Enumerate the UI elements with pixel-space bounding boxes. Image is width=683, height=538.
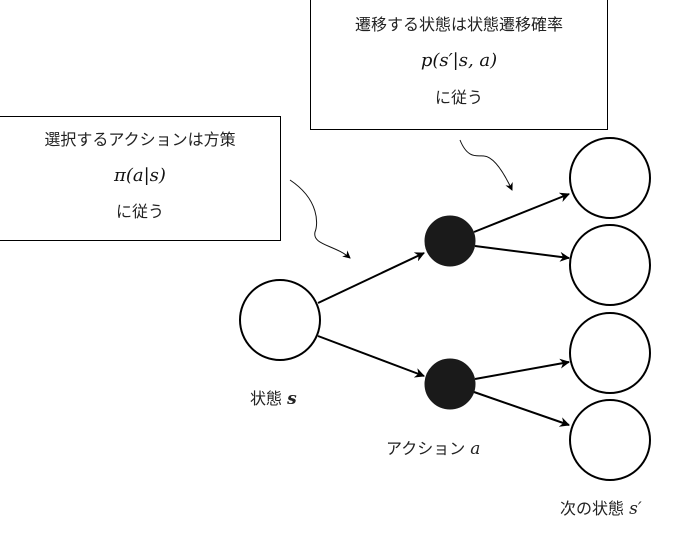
- state-node: [239, 279, 321, 361]
- policy-callout-suffix: に従う: [115, 202, 164, 221]
- action-node-1: [424, 215, 476, 267]
- edge-action1-to-next-2: [474, 245, 570, 262]
- next-state-label: 次の状態 s′: [560, 495, 642, 519]
- action-symbol: a: [470, 439, 481, 459]
- state-label-text: 状態: [250, 389, 283, 408]
- next-state-node-4: [569, 399, 651, 481]
- action-label: アクション a: [386, 435, 480, 459]
- transition-pointer-arrow: [459, 139, 513, 191]
- edge-action2-to-next-4: [473, 391, 570, 427]
- transition-callout-text: 遷移する状態は状態遷移確率: [354, 15, 563, 34]
- next-state-label-text: 次の状態: [560, 499, 625, 518]
- action-node-2: [424, 358, 476, 410]
- policy-pointer-arrow: [289, 179, 351, 259]
- edge-state-to-action-1: [317, 252, 425, 304]
- state-symbol: s: [287, 389, 297, 409]
- next-state-node-1: [569, 137, 651, 219]
- policy-callout: 選択するアクションは方策 π(a|s) に従う: [0, 116, 281, 241]
- next-state-node-2: [569, 224, 651, 306]
- state-label: 状態 s: [250, 385, 297, 409]
- action-label-text: アクション: [386, 439, 466, 458]
- transition-formula: p(s′|s, a): [420, 50, 498, 71]
- transition-callout-suffix: に従う: [434, 88, 483, 107]
- next-state-symbol: s′: [629, 499, 642, 519]
- policy-callout-text: 選択するアクションは方策: [44, 130, 236, 149]
- policy-formula: π(a|s): [114, 165, 166, 186]
- transition-probability-callout: 遷移する状態は状態遷移確率 p(s′|s, a) に従う: [310, 0, 608, 130]
- next-state-node-3: [569, 312, 651, 394]
- edge-action1-to-next-1: [473, 192, 570, 233]
- edge-action2-to-next-3: [474, 358, 570, 380]
- edge-state-to-action-2: [317, 335, 425, 378]
